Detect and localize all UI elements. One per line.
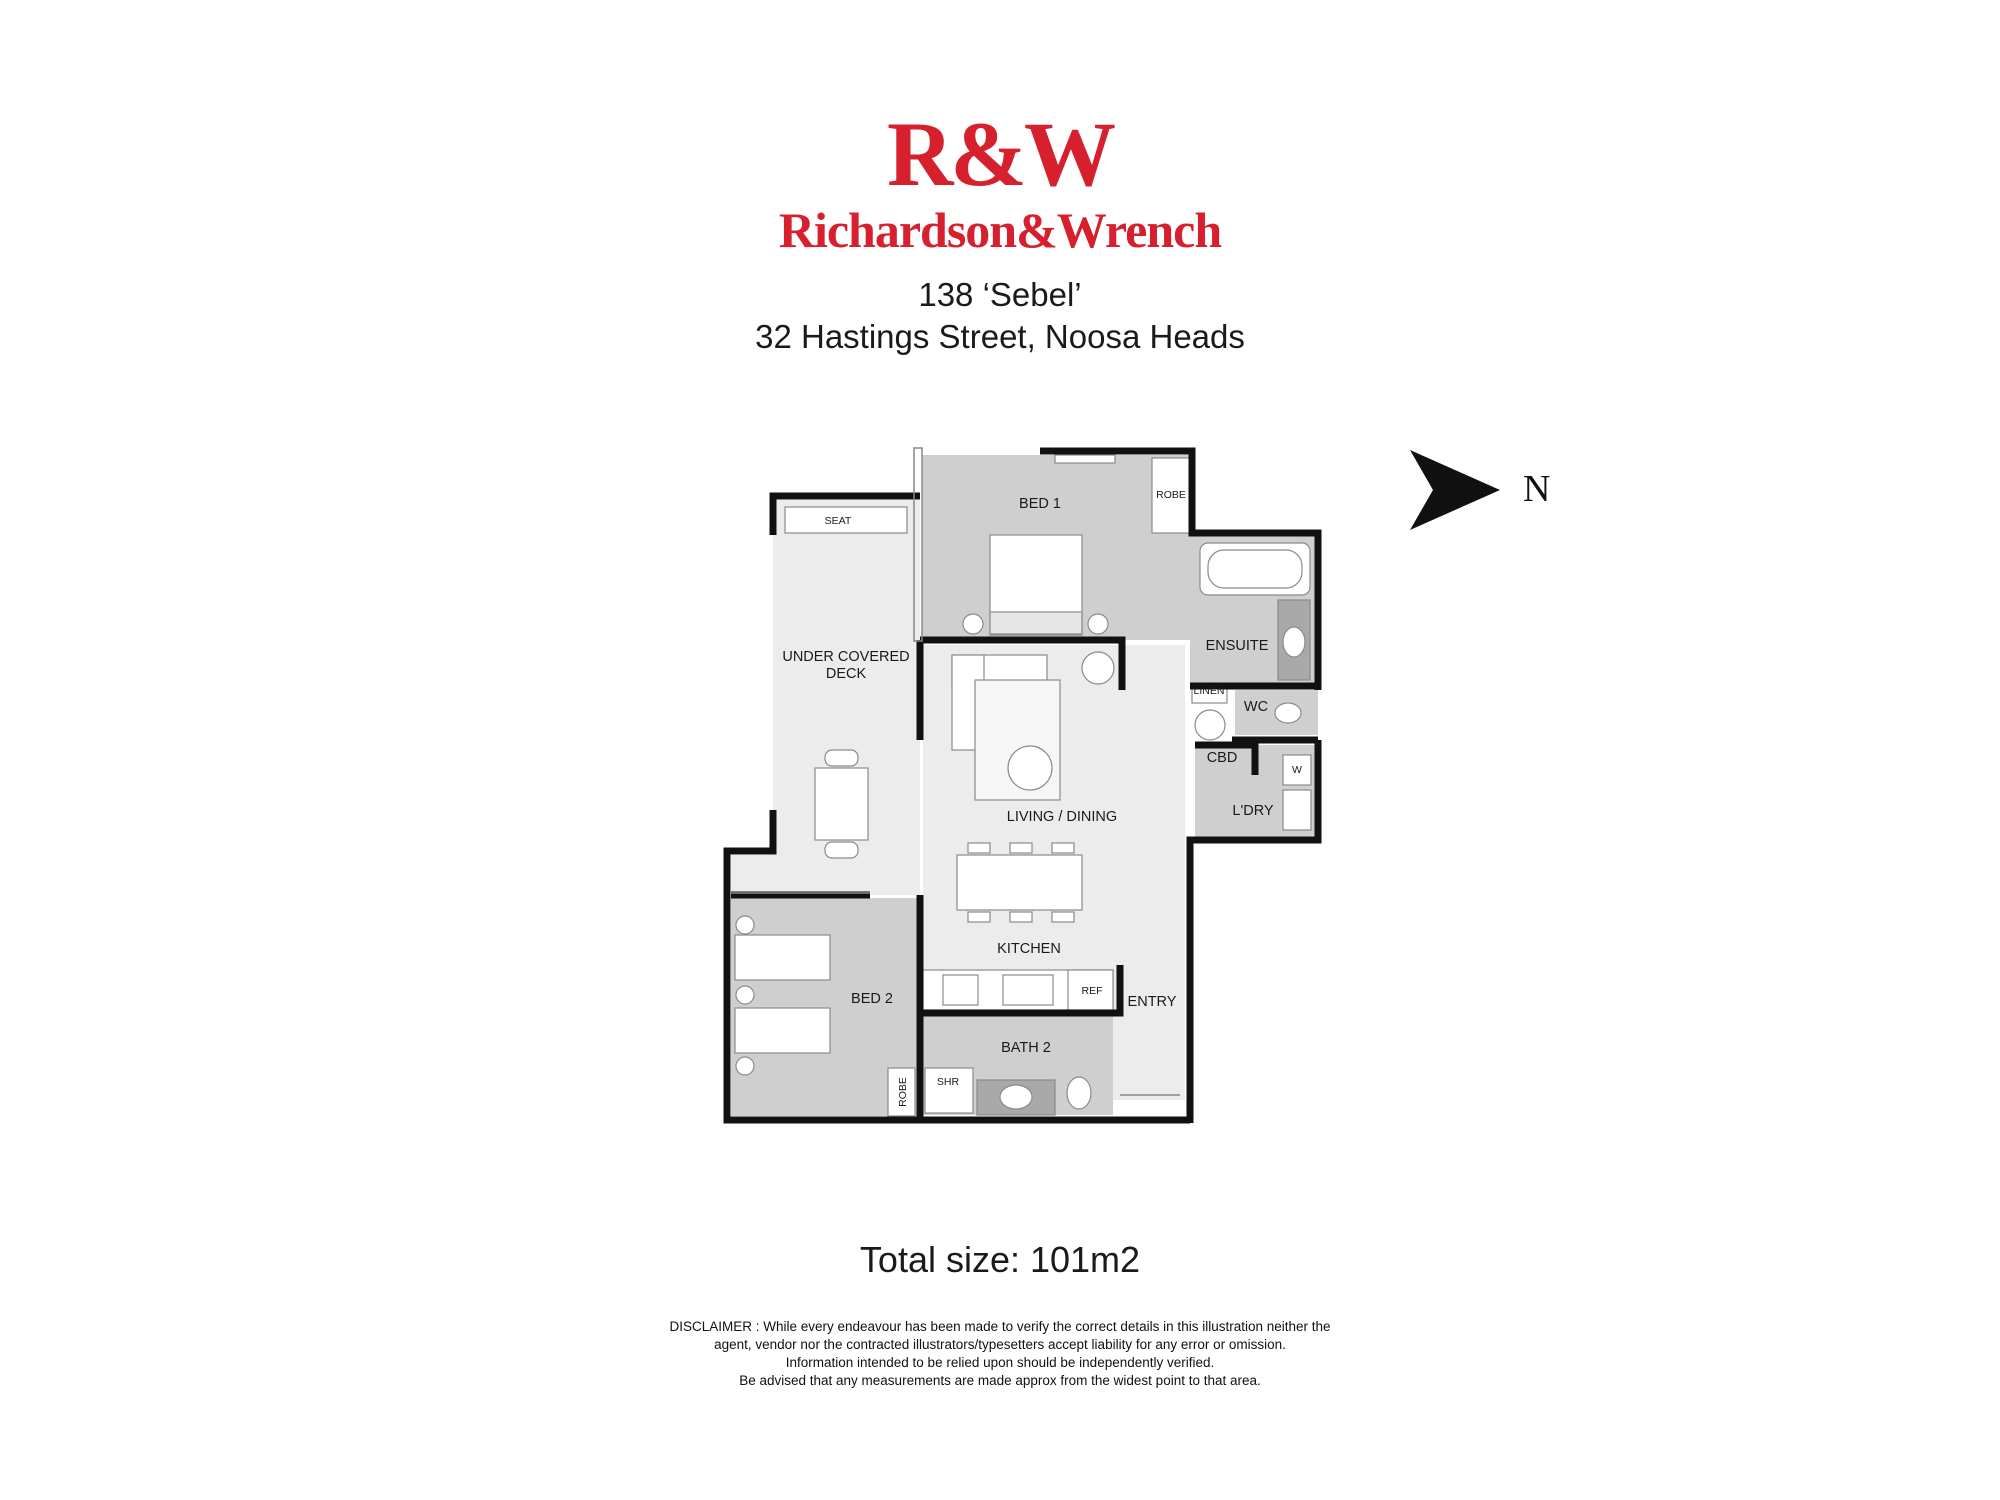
- dining-chair-3: [1051, 842, 1075, 854]
- bed1-window-sill: [1054, 454, 1116, 464]
- label-robe2: ROBE: [897, 1077, 909, 1107]
- label-robe1: ROBE: [1156, 489, 1186, 501]
- deck-lower-floor: [731, 855, 920, 895]
- walls: [723, 447, 1322, 1124]
- bed2-lamp-top: [735, 915, 755, 935]
- disclaimer-line: DISCLAIMER : While every endeavour has b…: [669, 1319, 1331, 1334]
- label-entry: ENTRY: [1128, 994, 1177, 1010]
- dining-chair-5: [1009, 911, 1033, 923]
- label-laundry: L'DRY: [1232, 803, 1274, 819]
- bed1-bench: [989, 611, 1083, 635]
- dining-chair-6: [1051, 911, 1075, 923]
- bath2-basin: [999, 1084, 1033, 1110]
- hallway-basin: [1194, 709, 1226, 741]
- fridge: [1067, 969, 1114, 1011]
- label-bath2: BATH 2: [1001, 1040, 1051, 1056]
- right-service-wall: [1186, 740, 1322, 1123]
- property-unit: 138 ‘Sebel’: [918, 276, 1082, 313]
- label-shower: SHR: [937, 1076, 960, 1088]
- label-linen: LINEN: [1194, 685, 1225, 697]
- dining-chair-2: [1009, 842, 1033, 854]
- dining-table: [956, 854, 1083, 911]
- label-wc: WC: [1244, 699, 1268, 715]
- label-deck-line2: DECK: [826, 666, 867, 682]
- label-washer: W: [1292, 764, 1302, 776]
- disclaimer: DISCLAIMER : While every endeavour has b…: [0, 1318, 2000, 1390]
- deck-seat: [784, 506, 908, 534]
- deck-glazing: [913, 447, 923, 642]
- label-living: LIVING / DINING: [1007, 809, 1117, 825]
- kitchen-bath-wall: [923, 965, 1124, 1017]
- disclaimer-line: agent, vendor nor the contracted illustr…: [714, 1337, 1286, 1352]
- bed2-lamp-bottom: [735, 1056, 755, 1076]
- bed1-lamp-left: [962, 613, 984, 635]
- side-table: [1081, 651, 1115, 685]
- ensuite-bathtub-inner: [1207, 549, 1303, 589]
- label-kitchen: KITCHEN: [997, 941, 1061, 957]
- label-deck-line1: UNDER COVERED: [782, 649, 909, 665]
- disclaimer-line: Be advised that any measurements are mad…: [739, 1373, 1261, 1388]
- thin-walls: [731, 447, 1180, 1096]
- deck-table: [814, 767, 869, 841]
- label-bed2: BED 2: [851, 991, 893, 1007]
- bath2-shower: [924, 1067, 974, 1114]
- dining-chair-4: [967, 911, 991, 923]
- ensuite-basin: [1282, 626, 1306, 658]
- kitchen-sink: [1002, 974, 1054, 1006]
- property-address: 32 Hastings Street, Noosa Heads: [755, 318, 1245, 355]
- washer-box: [1282, 754, 1312, 786]
- bed1-top-wall: [1040, 447, 1322, 690]
- label-seat: SEAT: [825, 515, 852, 527]
- entry-floor: [1120, 840, 1185, 1095]
- living-top-wall: [920, 636, 1126, 690]
- north-arrow-icon: [1410, 450, 1500, 530]
- bed2-bed-bottom: [734, 1007, 831, 1054]
- deck-outer-wall: [769, 492, 920, 535]
- cbd-wall: [1195, 741, 1259, 775]
- bed2-robe: [887, 1067, 916, 1117]
- label-ref: REF: [1082, 985, 1103, 997]
- bed1-lamp-right: [1087, 613, 1109, 635]
- coffee-table: [1007, 745, 1053, 791]
- room-labels: BED 1 ROBE SEAT UNDER COVERED DECK ENSUI…: [782, 489, 1302, 1107]
- deck-chair-bottom: [824, 841, 859, 859]
- furniture: [734, 454, 1312, 1117]
- laundry-tub: [1282, 789, 1312, 831]
- north-label: N: [1523, 468, 1551, 510]
- bed2-lamp-mid: [735, 985, 755, 1005]
- label-bed1: BED 1: [1019, 496, 1061, 512]
- dining-chair-1: [967, 842, 991, 854]
- disclaimer-line: Information intended to be relied upon s…: [785, 1355, 1215, 1370]
- total-size: Total size: 101m2: [859, 1239, 1141, 1280]
- wc-toilet: [1274, 702, 1302, 724]
- label-cbd: CBD: [1207, 750, 1238, 766]
- bath2-toilet: [1066, 1076, 1092, 1110]
- brand-logo-mark: R&W: [886, 103, 1116, 205]
- bed2-bed-top: [734, 934, 831, 981]
- label-ensuite: ENSUITE: [1206, 638, 1269, 654]
- brand-name: Richardson&Wrench: [778, 202, 1222, 258]
- deck-chair-top: [824, 749, 859, 767]
- cooktop: [942, 974, 979, 1006]
